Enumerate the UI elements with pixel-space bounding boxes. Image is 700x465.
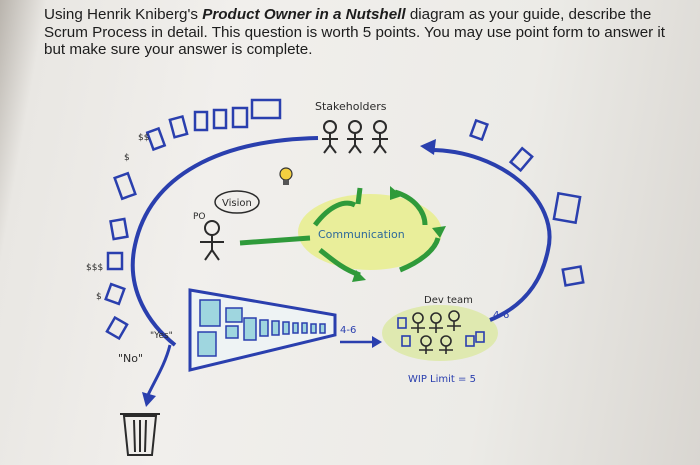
money-label-3: $$$ (86, 263, 103, 273)
trash-can-icon (120, 413, 160, 456)
communication-label: Communication (318, 228, 405, 241)
rejection-arrow-head (142, 392, 156, 407)
vision-label: Vision (222, 198, 252, 209)
dev-team-label: Dev team (424, 295, 473, 306)
po-figure (200, 220, 224, 261)
flow-arrow-left (130, 136, 319, 347)
money-label-4: $ (96, 292, 102, 302)
no-label: "No" (118, 352, 143, 365)
flow-arrow-to-team-head (372, 336, 382, 348)
flow-arrow-right (429, 148, 552, 322)
question-part-2: diagram as your guide, describe the Scru… (44, 6, 666, 58)
arrow-head-top (420, 139, 436, 155)
communication-arrow-heads (352, 186, 446, 282)
dev-team-figures (411, 310, 461, 354)
diagram-title: Product Owner in a Nutshell (202, 6, 406, 23)
yes-label: "Yes" (150, 331, 173, 341)
dev-team-blob (382, 305, 498, 361)
stakeholders-figures (322, 120, 388, 154)
lightbulb-icon (279, 167, 293, 185)
cadence-right-label: 4-6 (493, 310, 509, 321)
wip-limit-label: WIP Limit = 5 (408, 374, 476, 385)
vision-bubble (214, 190, 260, 214)
communication-blob (298, 194, 442, 270)
po-label: PO (193, 212, 206, 222)
idea-boxes-left (104, 98, 282, 341)
question-text: Using Henrik Kniberg's Product Owner in … (44, 6, 684, 59)
stakeholders-label: Stakeholders (315, 100, 387, 113)
money-label-2: $ (124, 153, 130, 163)
rejection-arrow (146, 344, 172, 396)
cadence-left-label: 4-6 (340, 325, 356, 336)
question-part-1: Using Henrik Kniberg's (44, 6, 203, 23)
dev-team-tasks (397, 317, 485, 347)
backlog-items (197, 299, 326, 357)
idea-boxes-right (469, 118, 585, 287)
money-label-1: $$ (138, 133, 149, 143)
